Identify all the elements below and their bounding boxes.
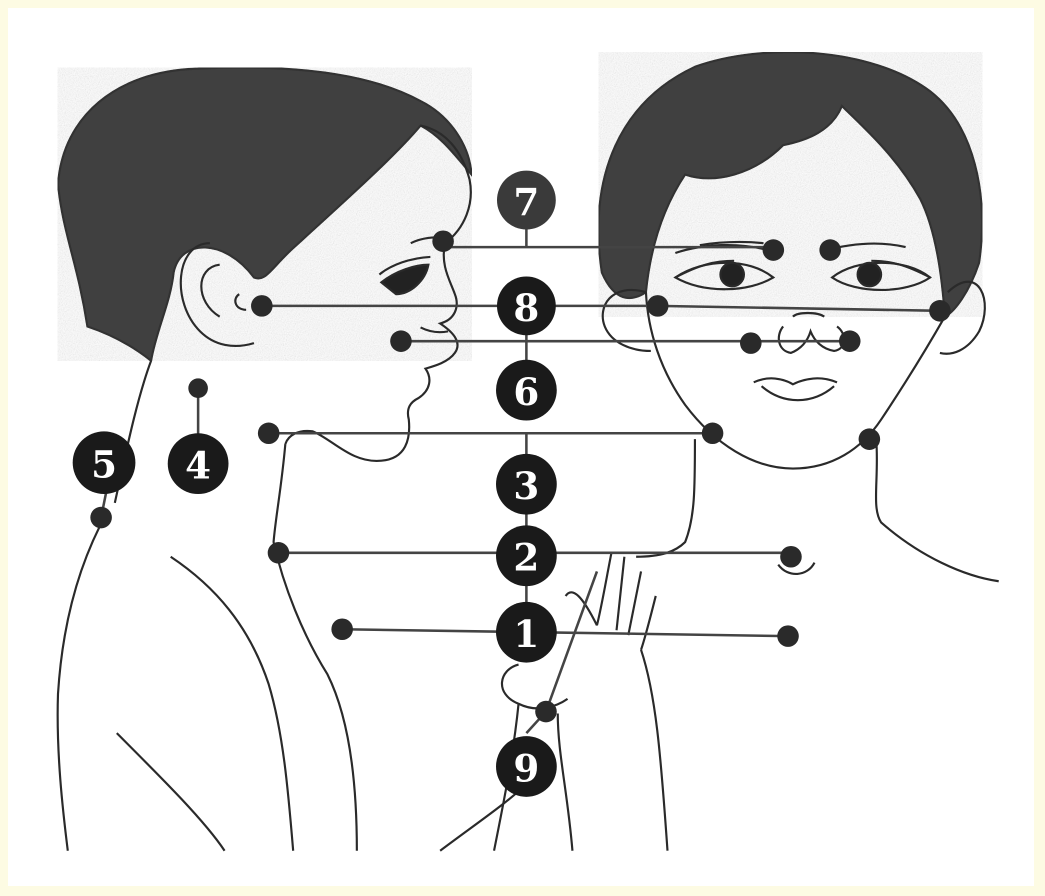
marker-3-label: 3 <box>513 464 539 508</box>
point-dot <box>390 330 412 352</box>
point-dot <box>331 618 353 640</box>
marker-9: 9 <box>496 736 557 797</box>
point-dot <box>258 423 280 445</box>
point-dot <box>839 330 861 352</box>
marker-1: 1 <box>496 602 557 663</box>
hand <box>440 552 667 851</box>
marker-8-label: 8 <box>513 286 539 330</box>
front-nose <box>779 326 844 352</box>
marker-5-label: 5 <box>91 443 117 487</box>
profile-hair <box>58 68 472 361</box>
marker-6: 6 <box>496 360 557 421</box>
diagram-frame: 7 8 6 3 2 1 9 4 5 <box>8 8 1034 886</box>
marker-5: 5 <box>73 431 136 494</box>
point-dot <box>819 239 841 261</box>
marker-2-label: 2 <box>513 536 539 580</box>
point-dot <box>647 295 669 317</box>
point-dot <box>432 230 454 252</box>
point-dot <box>780 546 802 568</box>
acupressure-diagram: 7 8 6 3 2 1 9 4 5 <box>8 8 1034 886</box>
marker-7-label: 7 <box>513 180 539 224</box>
point-dot <box>268 542 290 564</box>
point-dot <box>90 507 112 529</box>
marker-4: 4 <box>168 433 229 494</box>
marker-9-label: 9 <box>513 746 539 790</box>
marker-7: 7 <box>497 171 556 230</box>
marker-4-label: 4 <box>185 444 211 488</box>
point-dot <box>702 423 724 445</box>
point-dot <box>535 701 557 723</box>
point-dot <box>740 332 762 354</box>
line-1 <box>342 629 788 636</box>
marker-1-label: 1 <box>513 612 539 656</box>
point-dot <box>859 428 881 450</box>
marker-8: 8 <box>497 276 556 335</box>
front-mouth <box>754 378 837 384</box>
point-dot <box>777 625 799 647</box>
point-dot <box>251 295 273 317</box>
front-face <box>646 292 945 468</box>
point-dot <box>763 239 785 261</box>
point-dot <box>929 300 951 322</box>
front-hair <box>599 52 983 317</box>
marker-3: 3 <box>496 454 557 515</box>
marker-2: 2 <box>496 525 557 586</box>
point-dot <box>188 378 208 398</box>
marker-6-label: 6 <box>513 370 539 414</box>
